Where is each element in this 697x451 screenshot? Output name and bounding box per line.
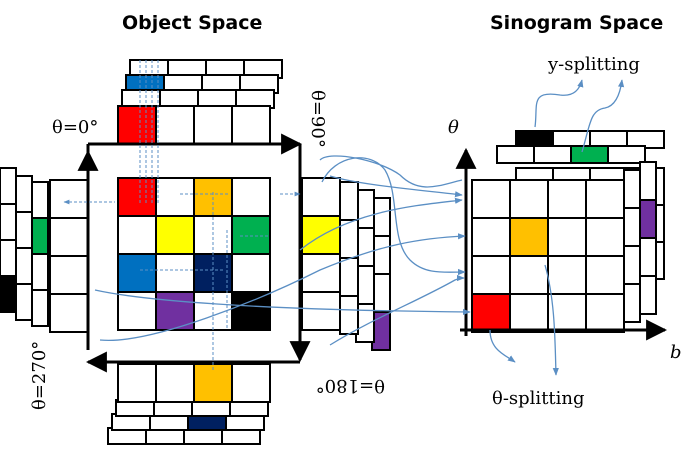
- object-cell-white: [117, 291, 157, 331]
- sinogram-cell-white: [585, 255, 625, 295]
- object-cell-white: [117, 215, 157, 255]
- sinogram-b-label: b: [670, 342, 682, 363]
- left-back-cell-white: [0, 239, 17, 277]
- theta-0-cell-red: [117, 105, 157, 145]
- theta-90-cell-yellow: [301, 215, 341, 255]
- left-back-cell-white: [0, 167, 17, 205]
- sino-side-cell: [623, 283, 641, 323]
- sino-back1-cell-white: [533, 145, 572, 164]
- sinogram-space-title: Sinogram Space: [490, 12, 663, 34]
- projection-theta-0: [117, 105, 271, 145]
- left-back-cell-white: [31, 253, 49, 291]
- left-back-cell-white: [31, 289, 49, 327]
- sino-side-cell: [639, 275, 657, 315]
- y-splitting-label: y-splitting: [547, 54, 640, 75]
- object-cell-yellow: [155, 215, 195, 255]
- right-back-cell-white: [339, 257, 359, 297]
- theta-270-cell-white: [49, 293, 89, 333]
- theta-0-cell-white: [231, 105, 271, 145]
- sinogram-layer-front: [471, 179, 625, 333]
- sinogram-cell-white: [471, 255, 511, 295]
- sinogram-cell-orange: [509, 217, 549, 257]
- sinogram-cell-white: [509, 293, 549, 333]
- object-cell-white: [155, 177, 195, 217]
- sino-side-cell: [623, 245, 641, 285]
- theta-90-cell-white: [301, 291, 341, 331]
- left-back-cell-green: [31, 217, 49, 255]
- sino-side-cell: [623, 207, 641, 247]
- sino-side-cell: [639, 161, 657, 201]
- sinogram-cell-white: [509, 255, 549, 295]
- theta-270-cell-white: [49, 179, 89, 219]
- theta-180-cell-white: [231, 363, 271, 403]
- projection-stack-bottom: [107, 363, 271, 445]
- theta-0-cell-white: [193, 105, 233, 145]
- projection-stack-right: [301, 177, 391, 351]
- theta-splitting-label: θ-splitting: [492, 388, 585, 409]
- left-back-cell-white: [15, 247, 33, 285]
- sinogram-cell-white: [585, 179, 625, 219]
- object-cell-green: [231, 215, 271, 255]
- projection-theta-90: [301, 177, 341, 331]
- theta-270-cell-white: [49, 255, 89, 295]
- theta-180-label: θ=180°: [316, 375, 385, 396]
- right-back-cell-white: [339, 181, 359, 221]
- theta-0-label: θ=0°: [52, 117, 98, 138]
- sinogram-cell-white: [509, 179, 549, 219]
- theta-270-label: θ=270°: [29, 341, 50, 410]
- left-back-cell-black: [0, 275, 17, 313]
- sinogram-cell-white: [547, 293, 587, 333]
- projection-guides: [63, 60, 301, 370]
- sino-back1-cell-white: [607, 145, 646, 164]
- left-back-cell-white: [31, 181, 49, 219]
- left-back-cell-white: [15, 175, 33, 213]
- sinogram-cell-white: [547, 255, 587, 295]
- theta-0-cell-white: [155, 105, 195, 145]
- sinogram-cell-white: [547, 217, 587, 257]
- right-back-cell-white: [339, 295, 359, 335]
- object-grid: [117, 177, 271, 331]
- theta-90-label: θ=90°: [307, 90, 328, 148]
- projection-stack-top: [117, 59, 283, 145]
- theta-90-cell-white: [301, 253, 341, 293]
- theta-90-cell-white: [301, 177, 341, 217]
- left-back-cell-white: [15, 283, 33, 321]
- sino-side-cell: [623, 169, 641, 209]
- projection-theta-180: [117, 363, 271, 403]
- sino-back1-cell-green: [570, 145, 609, 164]
- object-cell-white: [231, 253, 271, 293]
- object-cell-red: [117, 177, 157, 217]
- projection-theta-270: [49, 179, 89, 333]
- sino-back1-cell-white: [496, 145, 535, 164]
- sinogram-cell-white: [585, 293, 625, 333]
- object-cell-blue: [117, 253, 157, 293]
- object-space-title: Object Space: [122, 12, 262, 34]
- sinogram-cell-white: [585, 217, 625, 257]
- sinogram-cell-white: [471, 217, 511, 257]
- projection-stack-left: [0, 167, 89, 333]
- sinogram-cell-red: [471, 293, 511, 333]
- sinogram-theta-label: θ: [448, 117, 459, 138]
- sinogram-cell-white: [471, 179, 511, 219]
- theta-270-cell-white: [49, 217, 89, 257]
- left-back-cell-white: [0, 203, 17, 241]
- mapping-curves: [94, 79, 625, 376]
- object-cell-white: [155, 253, 195, 293]
- left-back-cell-white: [15, 211, 33, 249]
- object-cell-black: [231, 291, 271, 331]
- theta-180-cell-white: [155, 363, 195, 403]
- sino-side-cell: [639, 237, 657, 277]
- object-cell-white: [231, 177, 271, 217]
- sinogram-cell-white: [547, 179, 587, 219]
- theta-180-cell-white: [117, 363, 157, 403]
- sino-side-cell: [639, 199, 657, 239]
